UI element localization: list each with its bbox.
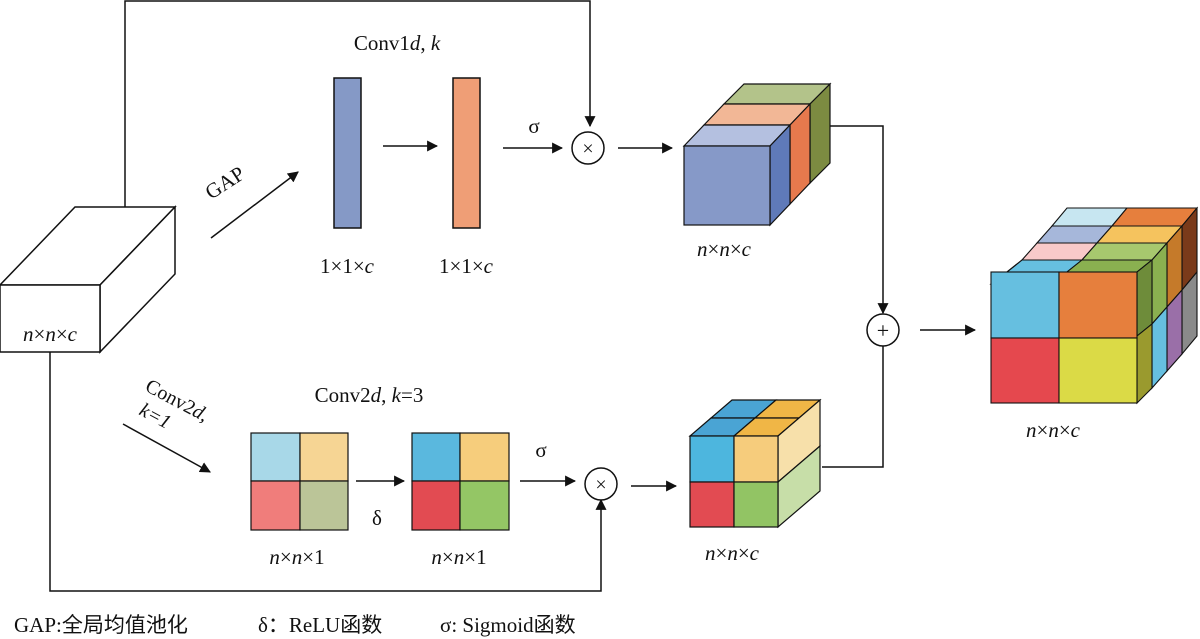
legend-gap: GAP:全局均值池化 bbox=[14, 613, 188, 637]
channel-attention-cube bbox=[682, 82, 832, 227]
channel-vector-1 bbox=[333, 77, 362, 229]
output-dims-label: n×n×c bbox=[1026, 418, 1081, 442]
multiply-node-bottom: × bbox=[584, 467, 618, 501]
skip-connection-top bbox=[124, 0, 596, 207]
conv1d-label: Conv1d, k bbox=[354, 31, 441, 55]
input-cube: n×n×c bbox=[0, 205, 177, 354]
sigma-bottom-label: σ bbox=[535, 438, 546, 462]
cube-bottom-dims-label: n×n×c bbox=[705, 541, 760, 565]
svg-text:×: × bbox=[595, 474, 606, 496]
top-to-sum-line bbox=[830, 125, 889, 315]
sigma-top-label: σ bbox=[528, 114, 539, 138]
delta-label: δ bbox=[372, 506, 382, 530]
vector2-dims-label: 1×1×c bbox=[439, 254, 494, 278]
sum-node: + bbox=[866, 313, 900, 347]
legend-delta: δ：ReLU函数 bbox=[258, 613, 382, 637]
conv2d-k1-label: Conv2d, k=1 bbox=[136, 375, 213, 434]
conv2d-k1-arrow bbox=[122, 423, 211, 473]
spatial-map-2 bbox=[411, 432, 510, 531]
multiply-node-top: × bbox=[571, 131, 605, 165]
spatial-map-1 bbox=[250, 432, 349, 531]
skip-connection-bottom bbox=[49, 352, 607, 592]
cube-top-dims-label: n×n×c bbox=[697, 237, 752, 261]
gap-label: GAP bbox=[201, 161, 249, 204]
legend-sigma: σ: Sigmoid函数 bbox=[440, 613, 576, 637]
gap-arrow bbox=[210, 171, 299, 239]
spatial-attention-cube bbox=[688, 398, 822, 529]
grid1-dims-label: n×n×1 bbox=[269, 545, 324, 569]
svg-text:+: + bbox=[877, 318, 889, 343]
input-dims-label: n×n×c bbox=[23, 322, 78, 346]
legend: GAP:全局均值池化 δ：ReLU函数 σ: Sigmoid函数 bbox=[14, 613, 576, 637]
conv2d-label: Conv2d, k=3 bbox=[315, 383, 424, 407]
channel-vector-2 bbox=[452, 77, 481, 229]
vector1-dims-label: 1×1×c bbox=[320, 254, 375, 278]
bottom-to-sum-line bbox=[822, 333, 889, 468]
output-cube bbox=[989, 206, 1199, 405]
svg-text:×: × bbox=[582, 138, 593, 160]
grid2-dims-label: n×n×1 bbox=[431, 545, 486, 569]
